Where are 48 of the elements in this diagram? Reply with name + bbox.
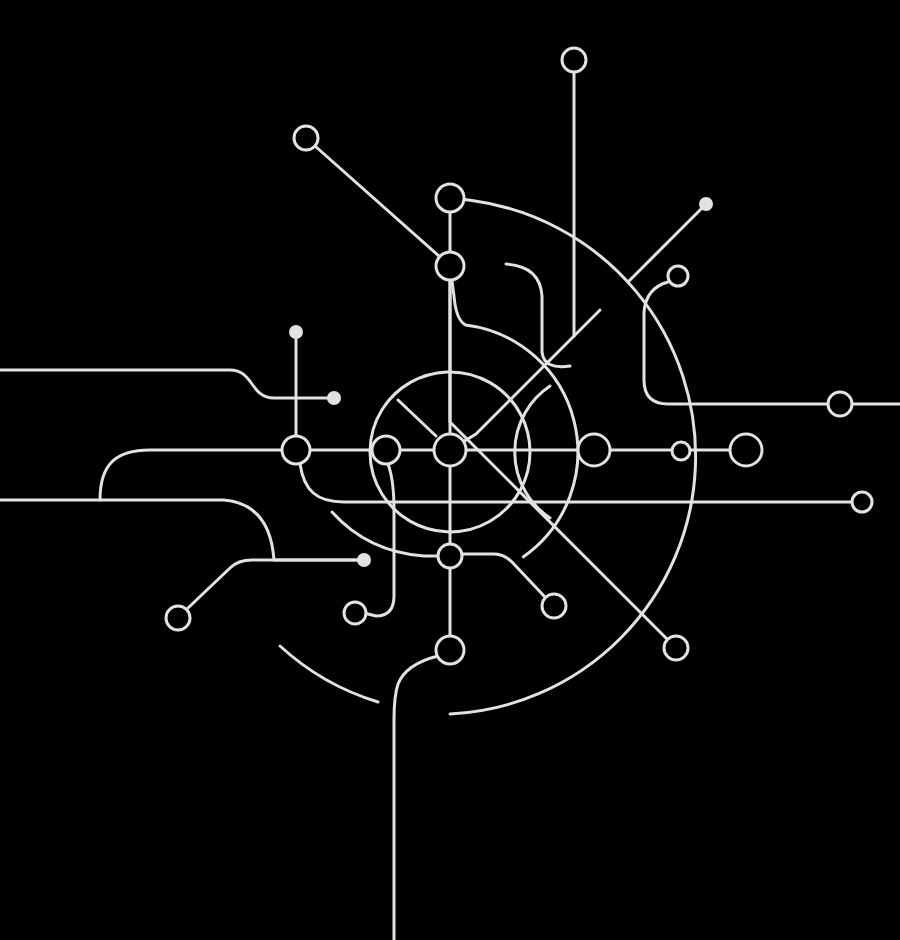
connector-line — [450, 278, 580, 559]
circle-node — [826, 390, 854, 418]
circle-node — [850, 490, 874, 514]
dot-node — [698, 196, 714, 212]
connector-line — [448, 198, 698, 716]
circle-node — [292, 124, 320, 152]
circle-node — [436, 542, 464, 570]
circle-node — [432, 432, 468, 468]
connector-line — [850, 402, 900, 406]
circle-node — [540, 592, 568, 620]
circle-node — [560, 46, 588, 74]
circle-node — [728, 432, 764, 468]
circle-node — [576, 432, 612, 468]
connector-line — [398, 448, 436, 452]
connector-line — [294, 336, 298, 438]
connector-line — [448, 464, 452, 546]
connector-line — [687, 448, 732, 452]
connector-line — [448, 210, 452, 254]
dot-node — [326, 390, 342, 406]
connector-line — [308, 448, 374, 452]
circle-node — [434, 250, 466, 282]
connector-line — [98, 448, 284, 502]
dot-node — [288, 324, 304, 340]
dot-node — [356, 552, 372, 568]
connector-line — [392, 654, 440, 940]
connector-line — [462, 70, 576, 444]
circle-node — [370, 434, 402, 466]
circle-node — [662, 634, 690, 662]
connector-line — [363, 462, 396, 618]
connector-line — [313, 144, 442, 259]
connector-line — [608, 448, 673, 452]
connector-line — [460, 552, 548, 600]
circle-node — [434, 182, 466, 214]
circle-node — [666, 264, 690, 288]
connector-line — [184, 558, 360, 612]
connector-line — [330, 510, 440, 558]
connector-line — [642, 279, 830, 406]
connector-line — [448, 566, 452, 638]
circle-node — [669, 439, 691, 461]
connector-line — [0, 368, 330, 400]
circle-node — [164, 604, 192, 632]
circle-node — [434, 634, 466, 666]
connector-line — [448, 278, 670, 642]
connector-line — [298, 461, 854, 504]
connector-line — [464, 448, 580, 452]
circle-node — [280, 434, 312, 466]
circle-node — [341, 599, 367, 625]
connector-line — [626, 206, 704, 284]
